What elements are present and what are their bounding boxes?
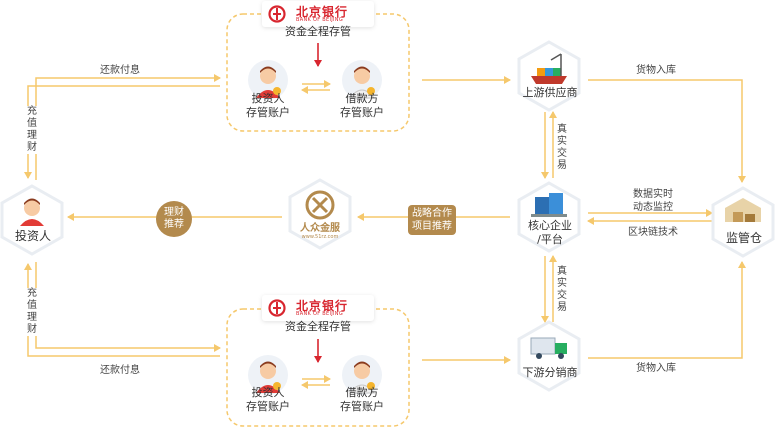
borrower-account-avatar-top — [342, 60, 382, 100]
edge-repay-bottom: 还款付息 — [100, 365, 140, 376]
person-icon — [256, 361, 281, 393]
custody-box-bottom — [226, 308, 410, 427]
cargo-ship-icon — [531, 53, 567, 84]
person-icon — [348, 361, 376, 394]
investor-label: 投资人 — [14, 229, 51, 243]
bank-name: 北京银行 — [296, 299, 349, 313]
renzhong-jinfu-logo-icon — [305, 190, 335, 220]
bank-name: 北京银行 — [296, 5, 349, 19]
edge-real-trade-top: 真实交易 — [556, 124, 568, 172]
strategic-cooperation-text: 战略合作 项目推荐 — [412, 208, 452, 232]
investor-node — [0, 184, 64, 256]
platform-brand: 人众金服 — [300, 223, 340, 234]
borrower-account-avatar-bottom — [342, 355, 382, 395]
edge-repay-top: 还款付息 — [100, 65, 140, 76]
hexagon-shape — [288, 178, 352, 250]
finance-recommend-badge: 理财 推荐 — [156, 201, 192, 237]
bank-name-en: BANK OF BEIJING — [296, 311, 343, 317]
edge-real-trade-bottom: 真实交易 — [556, 266, 568, 314]
downstream-distributor-label: 下游分销商 — [522, 366, 578, 379]
bank-of-beijing-logo-icon — [268, 299, 286, 317]
custody-title-bottom: 资金全程存管 — [285, 320, 351, 333]
edge-recharge-top: 充值理财 — [26, 106, 38, 154]
bank-of-beijing-logo-icon — [268, 5, 286, 23]
edge-blockchain: 区块链技术 — [628, 227, 678, 238]
core-enterprise-node — [517, 181, 581, 253]
investor-account-label-top: 投资人 存管账户 — [246, 92, 290, 119]
supervised-warehouse-node — [711, 186, 775, 258]
bank-logo-top: 北京银行 BANK OF BEIJING — [262, 1, 374, 27]
upstream-supplier-label: 上游供应商 — [522, 86, 578, 99]
edge-goods-in-top: 货物入库 — [636, 65, 676, 76]
office-building-icon — [531, 193, 567, 217]
core-enterprise-label: 核心企业 /平台 — [528, 219, 572, 246]
bank-logo-bottom: 北京银行 BANK OF BEIJING — [262, 295, 374, 321]
investor-account-avatar-top — [248, 60, 288, 100]
custody-title-top: 资金全程存管 — [285, 25, 351, 38]
edge-recharge-bottom: 充值理财 — [26, 288, 38, 336]
bank-name-en: BANK OF BEIJING — [296, 17, 343, 23]
edge-realtime-data: 数据实时 动态监控 — [633, 189, 673, 213]
supervised-warehouse-label: 监管仓 — [725, 231, 762, 245]
hexagon-shape — [517, 181, 581, 253]
hexagon-shape — [0, 184, 64, 256]
custody-box-top — [226, 13, 410, 132]
person-icon — [256, 66, 281, 98]
downstream-distributor-node — [517, 320, 581, 392]
investor-account-avatar-bottom — [248, 355, 288, 395]
borrower-account-label-top: 借款方 存管账户 — [340, 92, 384, 119]
borrower-account-label-bottom: 借款方 存管账户 — [340, 386, 384, 413]
warehouse-icon — [725, 198, 761, 222]
strategic-cooperation-badge: 战略合作 项目推荐 — [408, 205, 456, 235]
hexagon-shape — [711, 186, 775, 258]
hexagon-shape — [517, 320, 581, 392]
delivery-truck-icon — [530, 337, 567, 359]
finance-recommend-text: 理财 推荐 — [164, 207, 184, 230]
investor-account-label-bottom: 投资人 存管账户 — [246, 386, 290, 413]
edge-goods-in-bottom: 货物入库 — [636, 363, 676, 374]
person-icon — [24, 200, 40, 216]
platform-url: www.51rz.com — [301, 234, 339, 240]
hexagon-shape — [517, 40, 581, 112]
platform-node — [288, 178, 352, 250]
person-icon — [348, 66, 376, 99]
upstream-supplier-node — [517, 40, 581, 112]
